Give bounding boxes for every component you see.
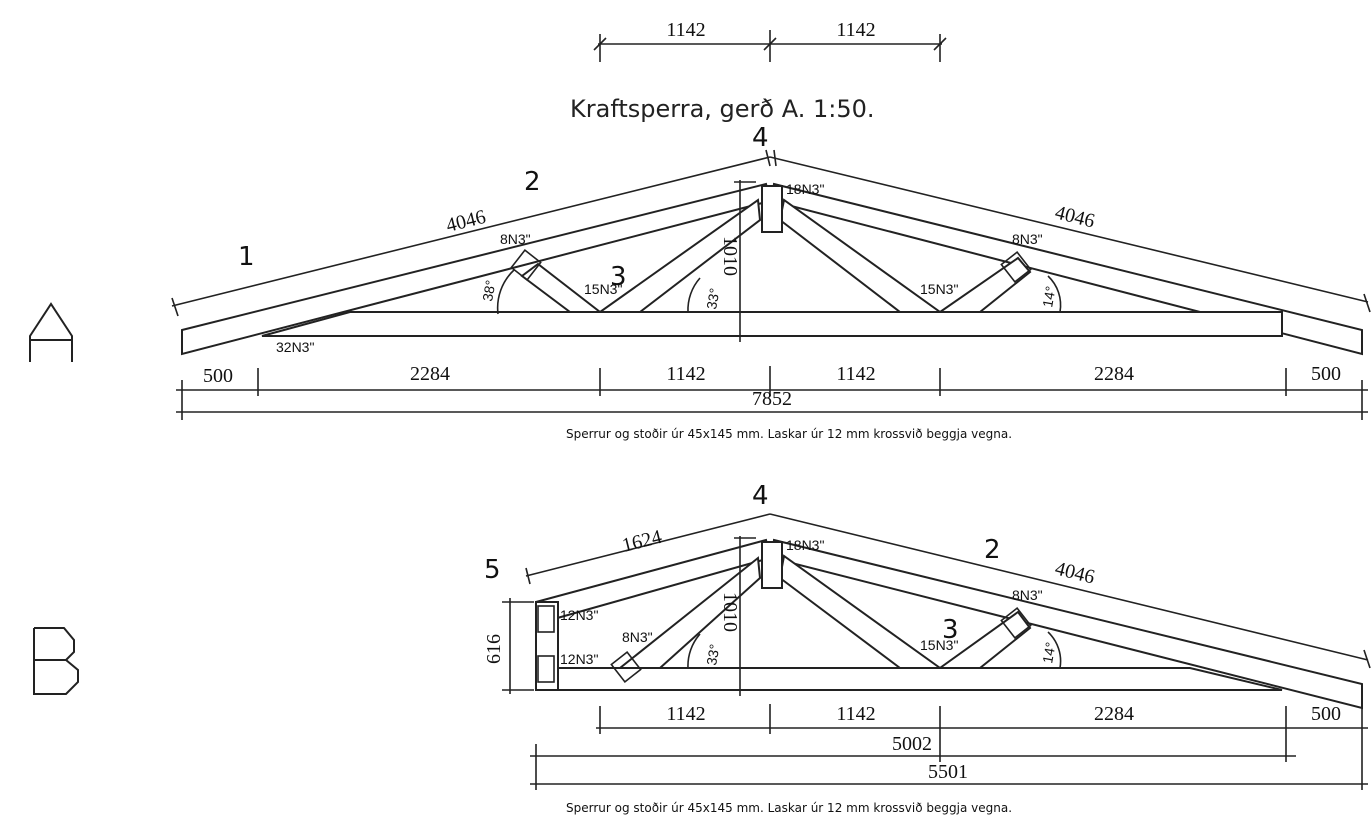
truss-a-angle-33: 33°	[703, 287, 722, 311]
truss-b-plate-label-1: 18N3"	[786, 537, 824, 553]
truss-b-plate-label-2: 12N3"	[560, 607, 598, 623]
truss-b: 4 2 5 3 1624 4046 18N3" 12N3" 8N3" 12N3"…	[33, 481, 1371, 815]
truss-b-plate-label-6: 8N3"	[1012, 587, 1043, 603]
truss-a-angle-38: 38°	[479, 279, 498, 303]
truss-a-member-2: 2	[524, 167, 541, 197]
truss-a-dim-left-rafter	[171, 156, 771, 307]
truss-b-left-post	[535, 601, 559, 691]
truss-a-member-3: 3	[610, 262, 627, 292]
truss-a-plate-label-4: 15N3"	[920, 281, 958, 297]
drawing-title: Kraftsperra, gerð A. 1:50.	[570, 95, 875, 123]
truss-b-angle-33: 33°	[703, 643, 722, 667]
truss-a-plate-label-1: 8N3"	[500, 231, 531, 247]
truss-a-label-glyph	[29, 302, 73, 362]
truss-b-web-3	[936, 610, 1032, 669]
truss-b-label-glyph	[33, 627, 79, 695]
truss-b-note: Sperrur og stoðir úr 45x145 mm. Laskar ú…	[566, 801, 1012, 815]
truss-a-angle-arc-14	[1047, 275, 1062, 313]
truss-b-subtotal: 5002	[892, 733, 932, 755]
truss-a-dim-5: 2284	[1094, 363, 1134, 385]
truss-a-dim-4: 1142	[836, 363, 875, 385]
truss-a-bottom-chord	[261, 311, 1283, 337]
truss-b-dim-1: 1142	[666, 703, 705, 725]
truss-a-angle-14: 14°	[1039, 285, 1058, 309]
truss-a-king-post	[761, 185, 783, 233]
truss-b-dim-3: 2284	[1094, 703, 1134, 725]
truss-b-dim-right-rafter	[769, 513, 1369, 661]
truss-b-plate-right	[1000, 607, 1032, 639]
truss-a-plate-right	[1000, 251, 1032, 283]
truss-b-dim-2: 1142	[836, 703, 875, 725]
truss-b-label: B	[30, 644, 65, 707]
truss-b-side-height: 616	[483, 634, 505, 664]
truss-b-plate-label-5: 15N3"	[920, 637, 958, 653]
truss-a-angle-arc-33	[687, 277, 701, 313]
truss-b-king-post	[761, 541, 783, 589]
top-dim-left: 1142	[666, 19, 705, 41]
truss-b-bottom-dims: 1142 1142 2284 500 5002 5501	[530, 703, 1368, 790]
truss-a-plate-label-6: 32N3"	[276, 339, 314, 355]
truss-b-height: 1010	[719, 592, 741, 632]
truss-a-total: 7852	[752, 388, 792, 410]
truss-a-member-1: 1	[238, 242, 255, 272]
top-dim-right: 1142	[836, 19, 875, 41]
truss-a: 1 2 3 4 4046 4046 8N3" 15N3" 18N3" 15N3"…	[29, 123, 1371, 441]
truss-a-angle-arc-38	[496, 269, 515, 315]
truss-a-plate-label-2: 15N3"	[584, 281, 622, 297]
truss-b-member-5: 5	[484, 555, 501, 585]
truss-a-plate-left	[510, 249, 542, 281]
truss-a-rafter-length-left: 4046	[444, 206, 488, 237]
truss-b-plate-web	[610, 651, 642, 683]
truss-b-web-1	[617, 556, 762, 669]
truss-a-note: Sperrur og stoðir úr 45x145 mm. Laskar ú…	[566, 427, 1012, 441]
truss-b-plate-bottom-left	[537, 655, 555, 683]
top-dimension: 1142 1142	[593, 19, 947, 62]
truss-b-plate-top-left	[537, 605, 555, 633]
truss-a-member-4: 4	[752, 123, 769, 153]
truss-a-plate-label-5: 8N3"	[1012, 231, 1043, 247]
truss-a-dim-3: 1142	[666, 363, 705, 385]
truss-b-plate-label-3: 8N3"	[622, 629, 653, 645]
truss-b-rafter-length-left: 1624	[620, 526, 664, 557]
truss-a-label: A	[30, 310, 67, 373]
truss-a-dim-right-rafter	[769, 156, 1369, 303]
truss-b-angle-arc-14	[1047, 631, 1062, 669]
truss-b-member-2: 2	[984, 535, 1001, 565]
truss-b-bottom-chord	[535, 667, 1283, 691]
truss-a-web-2	[596, 198, 762, 313]
truss-a-dim-1: 500	[203, 365, 233, 387]
truss-b-angle-arc-33	[687, 633, 701, 669]
truss-a-bottom-dims: 500 2284 1142 1142 2284 500 7852	[176, 363, 1368, 420]
truss-b-plate-label-4: 12N3"	[560, 651, 598, 667]
truss-a-height: 1010	[719, 236, 741, 276]
truss-a-dim-2: 2284	[410, 363, 450, 385]
truss-b-member-3: 3	[942, 615, 959, 645]
truss-b-member-4: 4	[752, 481, 769, 511]
truss-a-plate-label-3: 18N3"	[786, 181, 824, 197]
truss-b-angle-14: 14°	[1039, 641, 1058, 665]
truss-b-total: 5501	[928, 761, 968, 783]
truss-b-dim-4: 500	[1311, 703, 1341, 725]
truss-a-dim-6: 500	[1311, 363, 1341, 385]
truss-b-dim-left-rafter	[525, 513, 771, 577]
